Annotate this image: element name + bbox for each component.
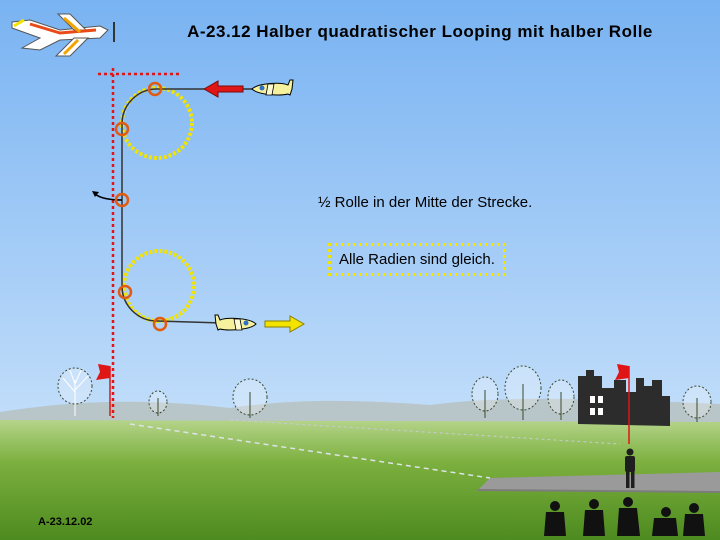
- spectator-icon: [544, 501, 566, 536]
- tree-crown: [57, 367, 93, 405]
- pilot-icon: [625, 448, 635, 488]
- marker: [117, 284, 133, 300]
- tree-icon: [62, 367, 89, 416]
- radii-note: Alle Radien sind gleich.: [328, 243, 506, 276]
- marker: [147, 81, 163, 97]
- roll-arrowhead: [92, 191, 99, 197]
- marker: [152, 316, 168, 332]
- ground-line-left: [129, 423, 491, 479]
- spectator-icon: [617, 497, 640, 536]
- marker: [114, 121, 130, 137]
- half-roll-note: ½ Rolle in der Mitte der Strecke.: [318, 194, 533, 211]
- radius-circle-bottom: [122, 249, 196, 323]
- plane-icon: [214, 314, 257, 331]
- runway: [478, 472, 720, 492]
- figure-code: A-23.12.02: [38, 516, 93, 528]
- spectator-icon: [583, 499, 605, 536]
- spectator-icon: [683, 503, 705, 536]
- window: [598, 396, 603, 403]
- spectator-icon: [652, 507, 678, 536]
- arrow-left-icon: [202, 80, 244, 98]
- plane-icon: [251, 79, 294, 96]
- window: [598, 408, 603, 415]
- grass: [0, 420, 720, 540]
- page-title: A-23.12 Halber quadratischer Looping mit…: [187, 22, 653, 41]
- window: [590, 396, 595, 403]
- arrow-right-icon: [264, 315, 306, 333]
- runway-edge: [477, 489, 720, 493]
- plane-logo-icon: [11, 13, 115, 57]
- marker: [114, 192, 130, 208]
- radius-circle-top: [120, 86, 194, 160]
- ground-line-right: [229, 419, 621, 445]
- flag-icon: [96, 364, 111, 416]
- window: [590, 408, 595, 415]
- flag-icon: [615, 364, 630, 444]
